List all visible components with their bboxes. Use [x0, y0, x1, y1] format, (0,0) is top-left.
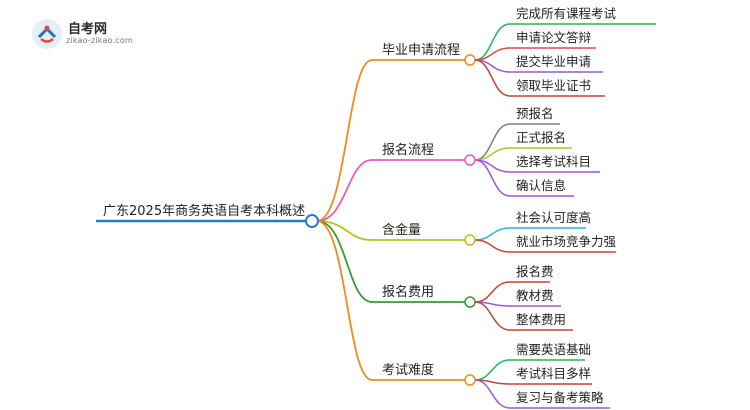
logo-icon	[32, 19, 62, 49]
logo-title: 自考网	[68, 22, 108, 37]
site-logo[interactable]: 自考网 zikao-zikao.com	[30, 17, 140, 51]
child-connector	[474, 239, 511, 253]
child-label: 考试科目多样	[516, 366, 591, 381]
branch-label: 报名流程	[382, 142, 434, 158]
branch-connector	[316, 220, 373, 303]
child-connector	[474, 281, 511, 303]
branch-node[interactable]	[464, 54, 476, 66]
child-label: 申请论文答辩	[516, 30, 591, 45]
root-label: 广东2025年商务英语自考本科概述	[103, 203, 305, 219]
child-connector	[474, 227, 511, 241]
branch-connector	[316, 220, 373, 241]
branch-connector	[316, 220, 373, 381]
child-connector	[474, 159, 511, 197]
branch-node[interactable]	[464, 296, 476, 308]
child-label: 复习与备考策略	[516, 390, 604, 405]
child-label: 就业市场竞争力强	[516, 234, 617, 249]
branch-node[interactable]	[464, 234, 476, 246]
child-connector	[474, 359, 511, 381]
branch-label: 考试难度	[382, 362, 434, 378]
child-connector	[474, 59, 511, 97]
child-label: 提交毕业申请	[516, 54, 591, 69]
logo-url: zikao-zikao.com	[66, 36, 133, 45]
child-label: 正式报名	[516, 130, 566, 145]
child-label: 需要英语基础	[516, 342, 591, 357]
child-label: 确认信息	[516, 178, 566, 193]
branch-connector	[316, 59, 373, 222]
branch-label: 毕业申请流程	[382, 43, 460, 58]
child-label: 预报名	[516, 106, 554, 121]
child-connector	[474, 301, 511, 331]
child-label: 整体费用	[516, 312, 566, 327]
child-label: 报名费	[516, 264, 554, 279]
root-node[interactable]	[305, 214, 319, 228]
child-label: 选择考试科目	[516, 154, 591, 169]
child-connector	[474, 379, 511, 409]
branch-node[interactable]	[464, 374, 476, 386]
branch-label: 报名费用	[382, 284, 434, 300]
child-label: 教材费	[516, 288, 554, 303]
branch-connector	[316, 159, 373, 222]
child-label: 完成所有课程考试	[516, 6, 617, 21]
branch-label: 含金量	[382, 222, 421, 238]
child-label: 社会认可度高	[516, 210, 591, 225]
child-label: 领取毕业证书	[516, 78, 591, 93]
branch-node[interactable]	[464, 154, 476, 166]
